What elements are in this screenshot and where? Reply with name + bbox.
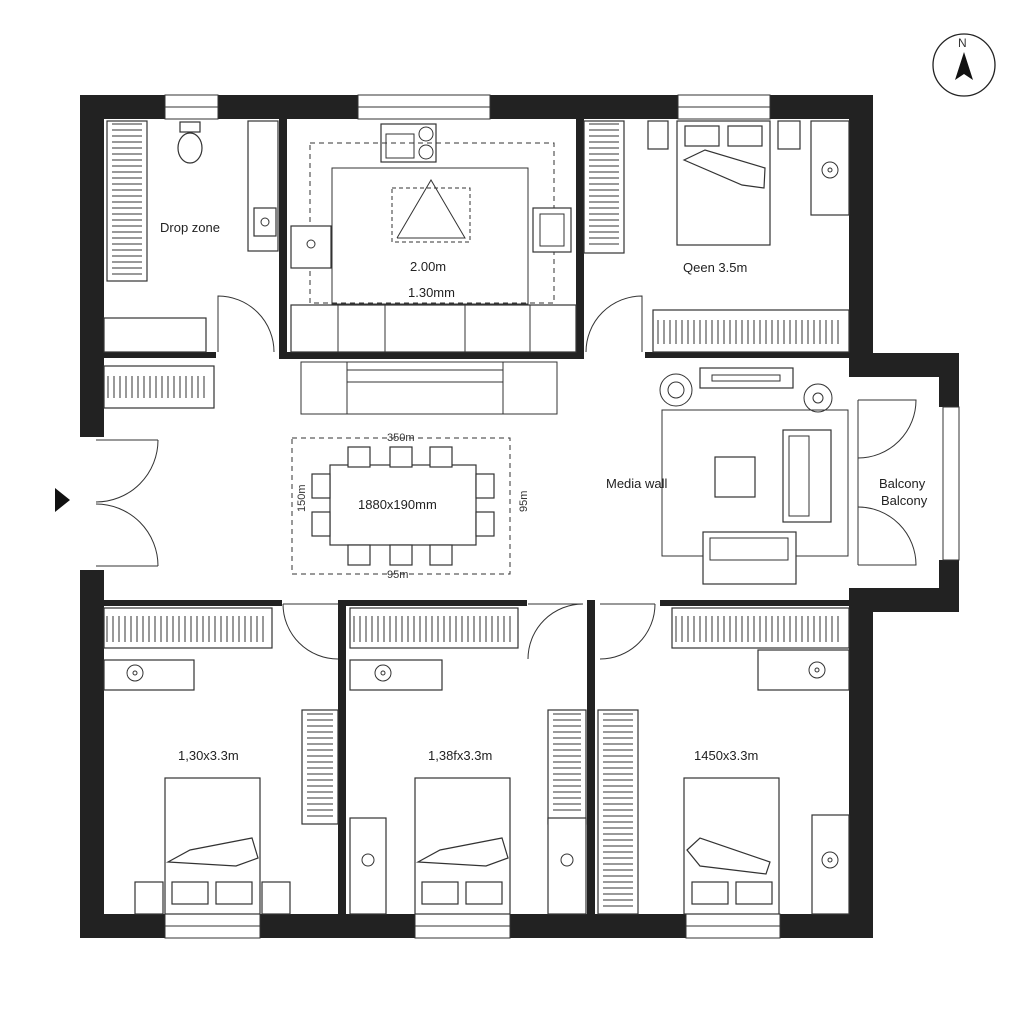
bedroom-1-furniture	[103, 607, 339, 915]
kitchen-furniture	[290, 123, 577, 415]
balcony-label-1: Balcony	[879, 476, 926, 491]
dining-bottom-dim: 95m	[387, 569, 408, 581]
drop-zone-label: Drop zone	[160, 220, 220, 235]
bedroom-3-label: 1450x3.3m	[694, 748, 758, 763]
exterior-walls	[80, 95, 959, 938]
media-wall-label: Media wall	[606, 476, 668, 491]
balcony-label-2: Balcony	[881, 493, 928, 508]
doors	[95, 295, 917, 660]
entrance-arrow-icon	[55, 488, 70, 512]
bedroom-2-label: 1,38fx3.3m	[428, 748, 492, 763]
master-bedroom-label: Qeen 3.5m	[683, 260, 747, 275]
bedroom-1-label: 1,30x3.3m	[178, 748, 239, 763]
north-arrow-icon	[955, 52, 973, 80]
windows	[164, 94, 960, 939]
dining-top-dim: 350m	[387, 432, 415, 444]
dining-table-size: 1880x190mm	[358, 497, 437, 512]
dining-set	[291, 437, 511, 575]
compass: N	[932, 33, 996, 97]
interior-walls	[104, 119, 849, 914]
dining-right-dim: 95m	[518, 491, 530, 512]
living-furniture	[659, 367, 849, 585]
compass-north-label: N	[958, 36, 967, 50]
master-bedroom-furniture	[583, 120, 850, 353]
closet-hatching	[106, 123, 839, 907]
dining-left-dim: 150m	[296, 484, 308, 512]
kitchen-dim-2: 1.30mm	[408, 285, 455, 300]
drop-zone-furniture	[103, 120, 279, 409]
kitchen-dim-1: 2.00m	[410, 259, 446, 274]
